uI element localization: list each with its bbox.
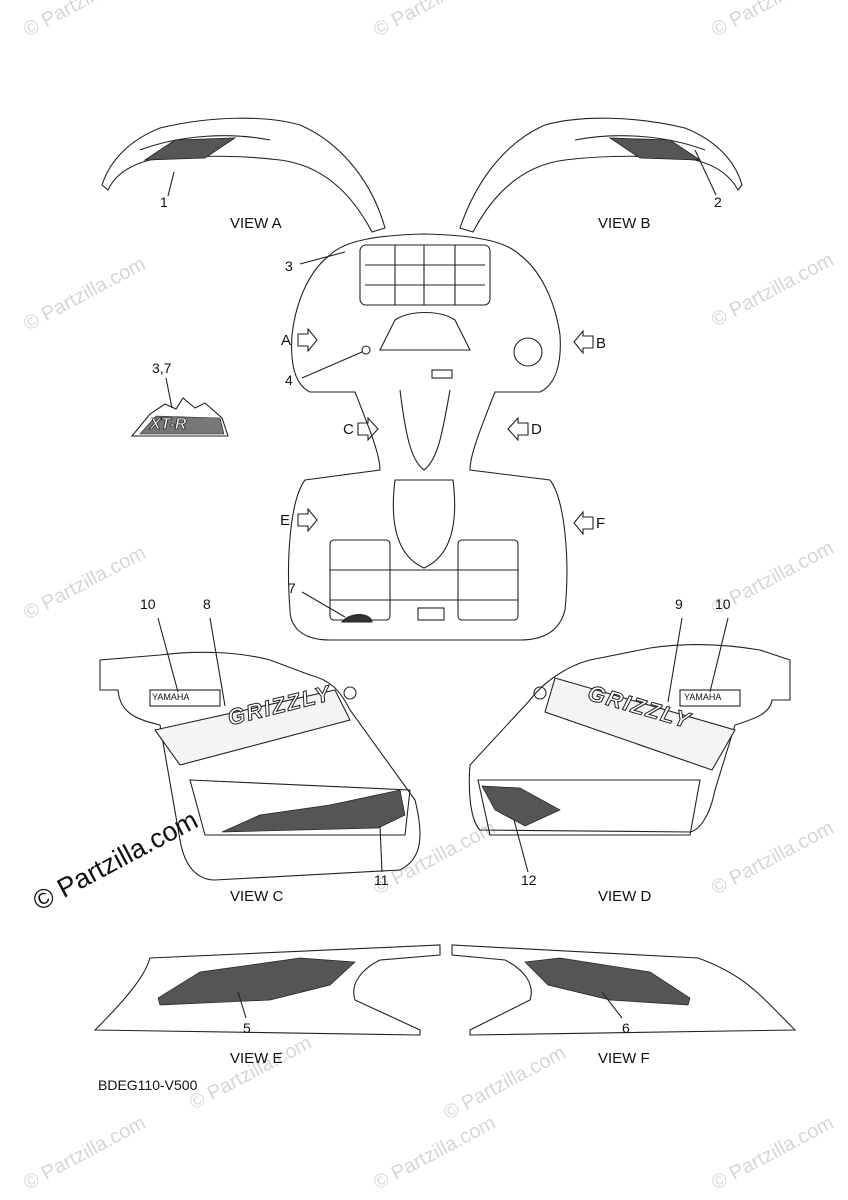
callout-number: 3: [285, 258, 293, 274]
view-e-rear-fender-left: [93, 944, 441, 1036]
leader-11: [379, 825, 383, 873]
view-label: VIEW A: [230, 215, 282, 232]
view-label: VIEW B: [598, 215, 651, 232]
arrow-letter: C: [343, 421, 354, 438]
callout-number: 8: [203, 596, 211, 612]
leader-12: [513, 819, 529, 873]
leader-2: [694, 149, 717, 196]
view-b-front-fender-right: [459, 117, 743, 233]
callout-number: 3,7: [152, 360, 172, 376]
leader-3-7: [165, 377, 173, 409]
leader-9: [667, 617, 683, 703]
callout-number: 10: [715, 596, 731, 612]
callout-number: 1: [160, 194, 168, 210]
view-label: VIEW D: [598, 888, 652, 905]
arrow-letter: B: [596, 335, 607, 352]
arrow-letter: A: [281, 332, 292, 349]
arrow-letter: F: [596, 515, 606, 532]
arrow-a-icon: [297, 327, 318, 353]
leader-10-left: [157, 617, 179, 693]
leader-3: [299, 251, 346, 265]
callout-number: 10: [140, 596, 156, 612]
callout-number: 5: [243, 1020, 251, 1036]
arrow-f-icon: [573, 510, 594, 536]
arrow-letter: E: [280, 512, 291, 529]
callout-number: 4: [285, 372, 293, 388]
callout-number: 9: [675, 596, 683, 612]
callout-number: 12: [521, 872, 537, 888]
callout-number: 11: [374, 872, 389, 888]
xt-r-decal-text: XT-R: [150, 416, 187, 434]
diagram-code: BDEG110-V500: [98, 1077, 198, 1093]
view-c-left-side-cover: [99, 651, 421, 881]
leader-8: [209, 617, 226, 707]
atv-top-view: [287, 233, 568, 641]
arrow-c-icon: [357, 416, 379, 442]
callout-number: 7: [288, 580, 296, 596]
yamaha-decal-text: YAMAHA: [684, 692, 722, 702]
leader-4: [301, 351, 363, 379]
leader-7: [301, 591, 346, 618]
view-label: VIEW C: [230, 888, 284, 905]
callout-number: 2: [714, 194, 722, 210]
view-label: VIEW F: [598, 1050, 650, 1067]
callout-number: 6: [622, 1020, 630, 1036]
arrow-letter: D: [531, 421, 542, 438]
view-label: VIEW E: [230, 1050, 283, 1067]
view-f-rear-fender-right: [451, 944, 797, 1036]
yamaha-decal-text: YAMAHA: [152, 692, 190, 702]
xt-r-badge-decal: [130, 397, 229, 437]
leader-6: [601, 991, 623, 1019]
arrow-b-icon: [573, 329, 594, 355]
view-a-front-fender-left: [101, 117, 386, 233]
leader-1: [167, 171, 175, 197]
leader-5: [237, 991, 247, 1019]
arrow-e-icon: [297, 507, 318, 533]
arrow-d-icon: [507, 416, 529, 442]
view-d-right-side-cover: [468, 644, 791, 836]
leader-10-right: [709, 617, 729, 693]
